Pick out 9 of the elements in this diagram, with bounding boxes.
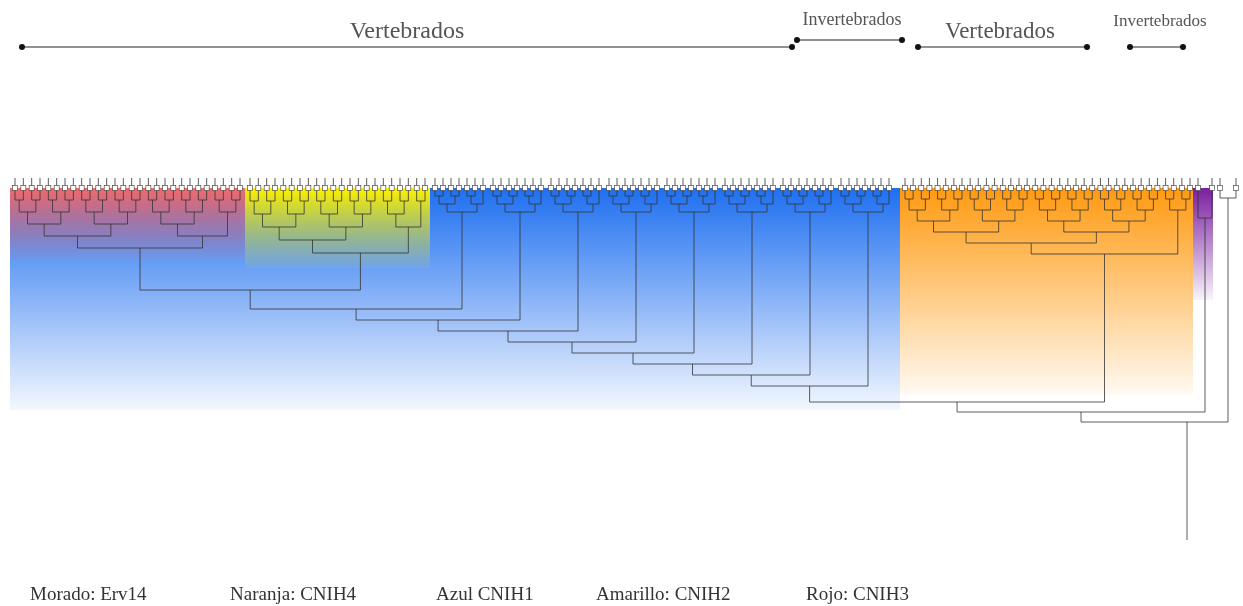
- legend-text: Azul CNIH1: [436, 584, 534, 603]
- legend-text: Naranja: CNIH4: [230, 584, 357, 603]
- legend-text: Rojo: CNIH3: [806, 584, 909, 603]
- group-label: Vertebrados: [349, 18, 465, 42]
- group-label: Vertebrados: [945, 19, 1055, 42]
- group-label: Invertebrados: [1113, 12, 1207, 29]
- legend-text: Amarillo: CNIH2: [596, 584, 731, 603]
- legend-text: Morado: Erv14: [30, 584, 147, 603]
- group-label: Invertebrados: [802, 10, 902, 28]
